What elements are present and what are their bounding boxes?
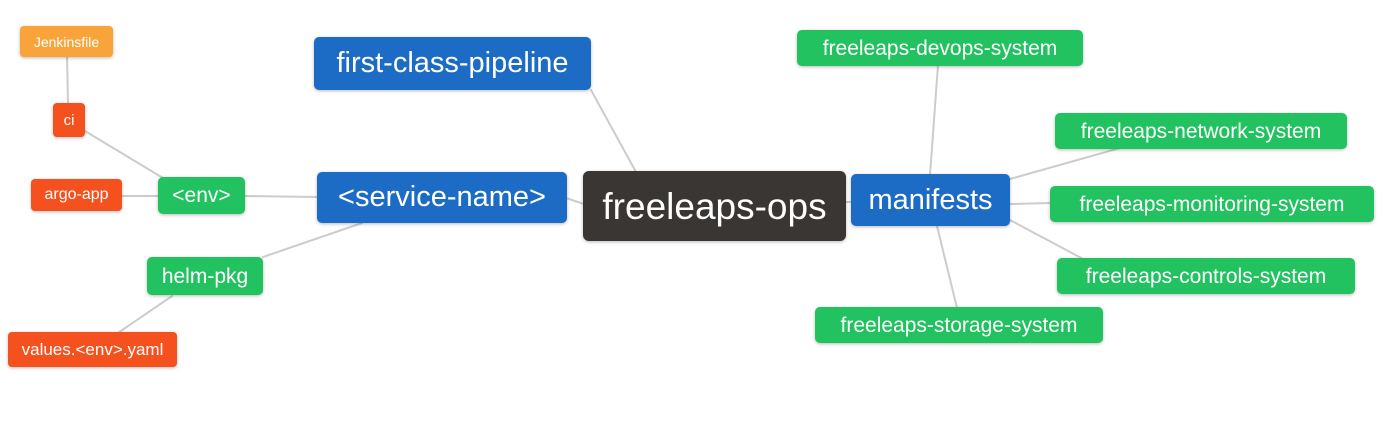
edge-service-name-ops bbox=[565, 197, 585, 205]
edge-helm-pkg-service-name bbox=[262, 222, 363, 258]
node-values-env-yaml[interactable]: values.<env>.yaml bbox=[8, 332, 177, 367]
node-manifests[interactable]: manifests bbox=[851, 174, 1010, 226]
edge-manifests-controls bbox=[1009, 219, 1086, 261]
node-first-class-pipeline[interactable]: first-class-pipeline bbox=[314, 37, 591, 90]
edge-pipeline-ops bbox=[590, 89, 637, 173]
node-devops-system[interactable]: freeleaps-devops-system bbox=[797, 30, 1083, 66]
node-env[interactable]: <env> bbox=[158, 177, 245, 214]
node-freeleaps-ops-root[interactable]: freeleaps-ops bbox=[583, 171, 846, 241]
edge-env-service-name bbox=[243, 195, 318, 198]
edge-values-helm-pkg bbox=[117, 295, 173, 334]
node-storage-system[interactable]: freeleaps-storage-system bbox=[815, 307, 1103, 343]
edge-ci-env bbox=[84, 130, 164, 179]
node-jenkinsfile[interactable]: Jenkinsfile bbox=[20, 26, 113, 57]
edge-manifests-network bbox=[1009, 147, 1121, 180]
node-monitoring-system[interactable]: freeleaps-monitoring-system bbox=[1050, 186, 1374, 222]
edge-jenkinsfile-ci bbox=[66, 56, 69, 105]
node-network-system[interactable]: freeleaps-network-system bbox=[1055, 113, 1347, 149]
node-helm-pkg[interactable]: helm-pkg bbox=[147, 257, 263, 295]
node-ci[interactable]: ci bbox=[53, 103, 85, 137]
edge-manifests-devops bbox=[929, 64, 939, 176]
node-controls-system[interactable]: freeleaps-controls-system bbox=[1057, 258, 1355, 294]
node-argo-app[interactable]: argo-app bbox=[31, 179, 122, 211]
node-service-name[interactable]: <service-name> bbox=[317, 172, 567, 223]
edge-manifests-storage bbox=[936, 225, 958, 309]
edge-manifests-monitoring bbox=[1009, 202, 1052, 205]
